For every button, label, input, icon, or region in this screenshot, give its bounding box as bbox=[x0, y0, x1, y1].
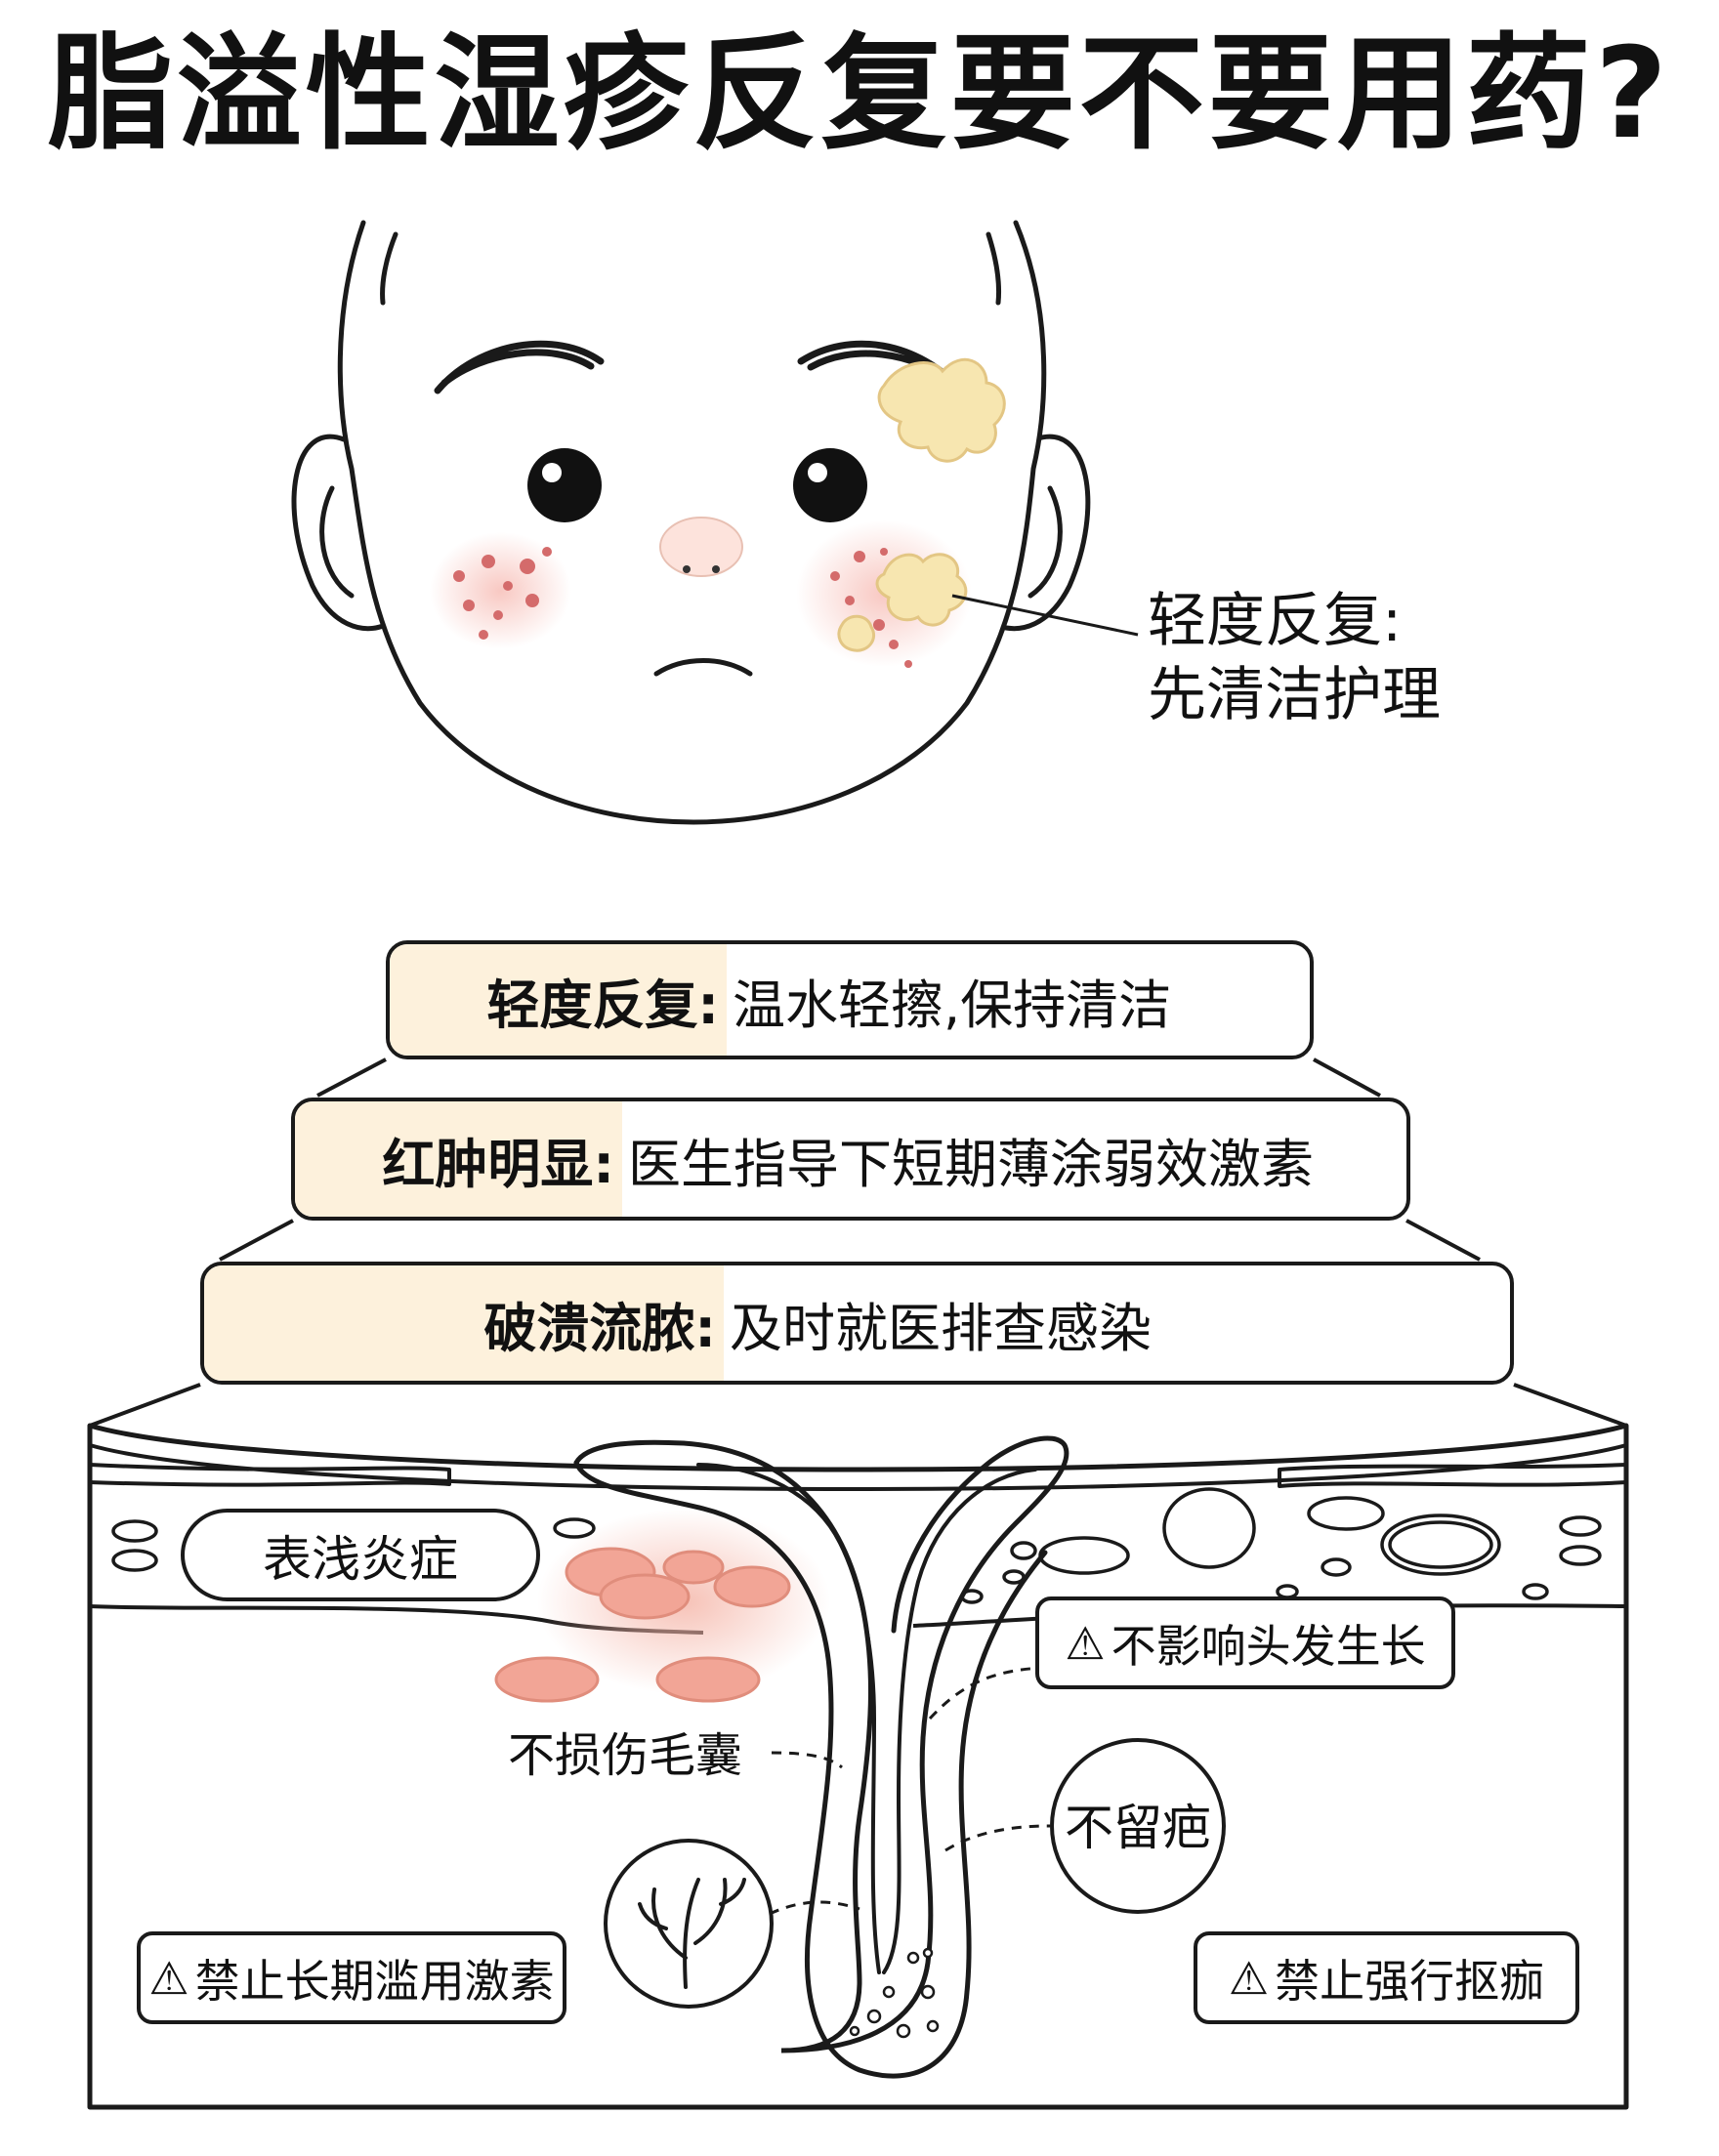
no-hair-effect-tag: ⚠ 不影响头发生长 bbox=[1035, 1596, 1455, 1689]
warning-triangle-icon: ⚠ bbox=[148, 1951, 189, 2005]
step-mild-text: 温水轻擦,保持清洁 bbox=[733, 974, 1172, 1036]
right-ear-inner bbox=[1027, 485, 1063, 599]
left-ear-inner bbox=[319, 485, 355, 599]
step-swelling-lead: 红肿明显: bbox=[295, 1101, 622, 1217]
no-picking-tag: ⚠ 禁止强行抠痂 bbox=[1194, 1931, 1579, 2024]
page-title: 脂溢性湿疹反复要不要用药? bbox=[47, 21, 1672, 167]
skin-cells bbox=[111, 1487, 1602, 1604]
step-pus: 破溃流脓: 及时就医排查感染 bbox=[200, 1262, 1514, 1385]
eyes bbox=[527, 448, 867, 522]
mouth bbox=[653, 658, 753, 677]
surface-inflammation-tag: 表浅炎症 bbox=[181, 1509, 540, 1601]
face-callout-line bbox=[951, 594, 1139, 637]
step-mild-lead: 轻度反复: bbox=[390, 944, 727, 1056]
nose bbox=[659, 517, 743, 577]
step-swelling-text: 医生指导下短期薄涂弱效激素 bbox=[628, 1133, 1314, 1195]
step-pus-text: 及时就医排查感染 bbox=[730, 1297, 1152, 1359]
no-scar-circle bbox=[1050, 1738, 1226, 1914]
hair-follicle bbox=[573, 1435, 1069, 2079]
blood-vessel-icon bbox=[604, 1839, 774, 2009]
no-follicle-damage-label: 不损伤毛囊 bbox=[508, 1728, 743, 1783]
no-steroid-abuse-tag: ⚠ 禁止长期滥用激素 bbox=[137, 1931, 566, 2024]
face-callout-line2: 先清洁护理 bbox=[1148, 661, 1441, 729]
face-callout-text: 轻度反复: 先清洁护理 bbox=[1148, 584, 1441, 732]
face-callout-line1: 轻度反复: bbox=[1148, 587, 1403, 655]
warning-triangle-icon: ⚠ bbox=[1065, 1616, 1106, 1670]
left-ear bbox=[291, 434, 389, 632]
warning-triangle-icon: ⚠ bbox=[1228, 1951, 1270, 2005]
dashed-leaders bbox=[769, 1666, 1051, 1916]
no-scar-label: 不留疤 bbox=[1065, 1800, 1211, 1856]
left-cheek-rash bbox=[430, 532, 571, 649]
pyramid-connectors bbox=[89, 1057, 1627, 1428]
inflammation-cells bbox=[494, 1547, 791, 1703]
rash-dots bbox=[453, 547, 912, 668]
follicle-cells bbox=[849, 1947, 940, 2039]
step-swelling: 红肿明显: 医生指导下短期薄涂弱效激素 bbox=[291, 1098, 1410, 1221]
left-eyebrow bbox=[434, 340, 605, 394]
step-pus-lead: 破溃流脓: bbox=[204, 1265, 724, 1381]
crust-patches bbox=[837, 357, 1006, 652]
step-mild: 轻度反复: 温水轻擦,保持清洁 bbox=[386, 940, 1314, 1059]
